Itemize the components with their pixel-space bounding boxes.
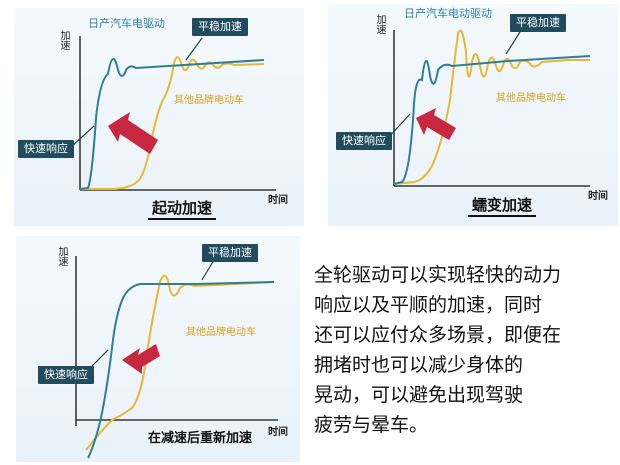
smooth-acceleration-callout: 平稳加速 — [510, 14, 566, 33]
other-series-label: 其他品牌电动车 — [496, 93, 566, 104]
description-line: 还可以应付众多场景，即便在 — [314, 324, 562, 346]
nissan-curve — [79, 58, 265, 190]
nissan-curve — [87, 281, 275, 459]
response-callout-leader — [69, 125, 95, 149]
description-line: 全轮驱动可以实现轻快的动力 — [314, 264, 562, 286]
smooth-callout-leader — [505, 31, 521, 55]
x-axis-label: 时间 — [588, 191, 608, 202]
y-axis-label: 加速 — [56, 246, 67, 266]
description-line: 响应以及平顺的加速，同时 — [314, 294, 543, 316]
response-arrow-icon — [416, 108, 456, 140]
panel-creep-acceleration: 加速 时间 日产汽车电动驱动 其他品牌电动车 平稳加速 快速响应 蠕变加速 — [328, 4, 618, 226]
description-line: 疲劳与晕车。 — [314, 414, 429, 436]
smooth-acceleration-callout: 平稳加速 — [202, 244, 258, 263]
start-acceleration-graph — [69, 36, 276, 191]
smooth-acceleration-callout: 平稳加速 — [192, 18, 248, 37]
creep-acceleration-graph — [387, 29, 591, 187]
response-arrow-icon — [108, 112, 158, 154]
fast-response-callout: 快速响应 — [336, 132, 392, 151]
other-brand-curve — [80, 56, 265, 190]
other-brand-curve — [393, 29, 590, 185]
smooth-callout-leader — [185, 37, 203, 61]
y-axis-label: 加速 — [58, 30, 69, 50]
fast-response-callout: 快速响应 — [18, 140, 74, 159]
panel-reacceleration: 加速 时间 其他品牌电动车 平稳加速 快速响应 在减速后重新加速 — [16, 236, 300, 462]
y-axis-label: 加速 — [374, 14, 385, 34]
smooth-callout-leader — [201, 259, 215, 281]
description-line: 拥堵时也可以减少身体的 — [314, 354, 524, 376]
description-text: 全轮驱动可以实现轻快的动力 响应以及平顺的加速，同时 还可以应付众多场景，即便在… — [314, 260, 614, 440]
other-series-label: 其他品牌电动车 — [174, 95, 244, 106]
scenario-title: 在减速后重新加速 — [148, 431, 253, 446]
fast-response-callout: 快速响应 — [38, 366, 94, 385]
other-brand-curve — [85, 274, 275, 451]
panel-start-acceleration: 加速 时间 日产汽车电驱动 其他品牌电动车 平稳加速 快速响应 起动加速 — [14, 8, 304, 226]
other-series-label: 其他品牌电动车 — [186, 327, 256, 338]
x-axis-label: 时间 — [268, 195, 288, 206]
scenario-title: 起动加速 — [148, 201, 217, 220]
scenario-title: 蠕变加速 — [468, 198, 537, 217]
x-axis-label: 时间 — [268, 427, 288, 438]
reacceleration-graph — [75, 256, 278, 459]
nissan-curve — [393, 55, 591, 185]
response-arrow-icon — [122, 344, 160, 374]
description-line: 晃动，可以避免出现驾驶 — [314, 384, 524, 406]
nissan-series-label: 日产汽车电驱动 — [88, 17, 165, 30]
nissan-series-label: 日产汽车电动驱动 — [404, 7, 492, 20]
